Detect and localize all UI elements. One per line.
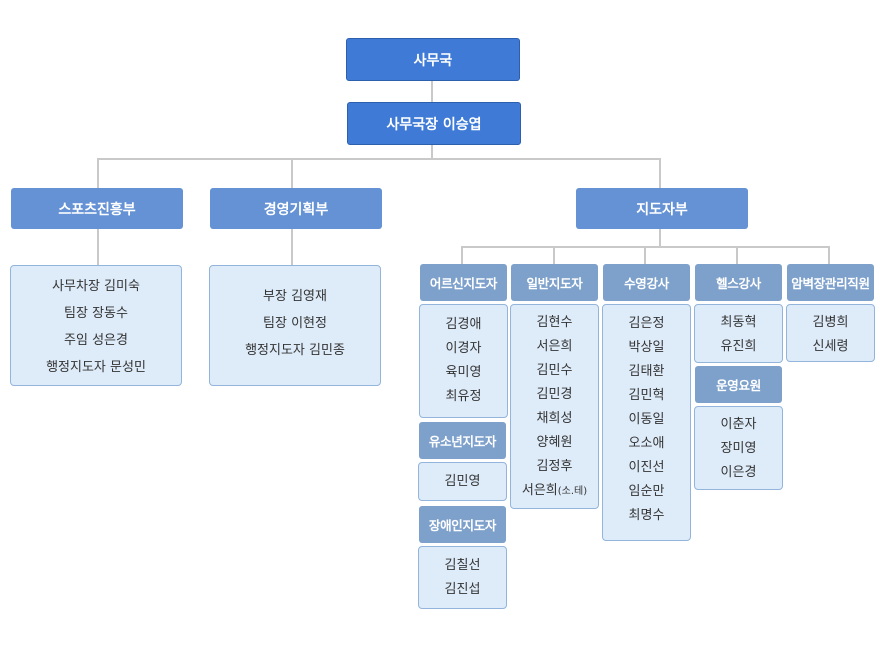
member-name: 이춘자 — [720, 417, 757, 432]
member-name: 양혜원 — [536, 435, 573, 450]
member-name: 오소애 — [628, 436, 665, 451]
connector-line — [736, 246, 738, 265]
dept-planning: 경영기획부 — [210, 188, 382, 229]
member-name: 팀장 이현정 — [263, 316, 327, 331]
member-name: 신세령 — [812, 339, 849, 354]
sports-members: 사무차장 김미숙 팀장 장동수 주임 성은경 행정지도자 문성민 — [10, 265, 182, 386]
connector-line — [431, 80, 433, 102]
planning-members: 부장 김영재 팀장 이현정 행정지도자 김민종 — [209, 265, 381, 386]
member-name: 이경자 — [445, 341, 482, 356]
member-name: 김칠선 — [444, 558, 481, 573]
member-name: 팀장 장동수 — [64, 306, 128, 321]
member-name: 이은경 — [720, 465, 757, 480]
member-name: 채희성 — [536, 411, 573, 426]
connector-line — [97, 158, 661, 160]
director-box: 사무국장 이승엽 — [347, 102, 521, 145]
member-name: 김민수 — [536, 363, 573, 378]
dept-instruction: 지도자부 — [576, 188, 748, 229]
connector-line — [553, 246, 555, 265]
member-name: 김태환 — [628, 364, 665, 379]
member-name: 이진선 — [628, 460, 665, 475]
member-name: 임순만 — [628, 484, 665, 499]
member-name: 김민경 — [536, 387, 573, 402]
member-name: 김진섭 — [444, 582, 481, 597]
member-name: 행정지도자 김민종 — [245, 343, 345, 358]
member-name: 김민혁 — [628, 388, 665, 403]
team-general: 일반지도자 — [511, 264, 598, 301]
member-name: 육미영 — [445, 365, 482, 380]
connector-line — [291, 229, 293, 266]
member-name: 이동일 — [628, 412, 665, 427]
team-youth: 유소년지도자 — [419, 422, 506, 459]
health-members: 최동혁 유진희 — [694, 304, 783, 363]
connector-line — [828, 246, 830, 265]
senior-members: 김경애 이경자 육미영 최유정 — [419, 304, 508, 418]
member-name: 김병희 — [812, 315, 849, 330]
member-name: 행정지도자 문성민 — [46, 360, 146, 375]
office-box: 사무국 — [346, 38, 520, 81]
team-disabled: 장애인지도자 — [419, 506, 506, 543]
connector-line — [659, 229, 661, 247]
member-name: 김민영 — [444, 473, 481, 489]
dept-sports: 스포츠진흥부 — [11, 188, 183, 229]
connector-line — [97, 158, 99, 188]
general-members: 김현수 서은희 김민수 김민경 채희성 양혜원 김정후 서은희(소.테) — [510, 304, 599, 509]
member-name: 김정후 — [536, 459, 573, 474]
member-name: 서은희 — [521, 483, 558, 498]
connector-line — [97, 229, 99, 266]
team-ops: 운영요원 — [695, 366, 782, 403]
team-health: 헬스강사 — [695, 264, 782, 301]
connector-line — [291, 158, 293, 188]
member-note: (소.테) — [557, 486, 588, 497]
member-name-with-note: 서은희(소.테) — [522, 479, 587, 503]
connector-line — [461, 246, 463, 265]
member-name: 최동혁 — [720, 315, 757, 330]
member-name: 사무차장 김미숙 — [52, 279, 140, 294]
member-name: 김현수 — [536, 315, 573, 330]
connector-line — [431, 145, 433, 159]
connector-line — [644, 246, 646, 265]
team-climbing: 암벽장관리직원 — [787, 264, 874, 301]
team-senior: 어르신지도자 — [420, 264, 507, 301]
member-name: 최명수 — [628, 508, 665, 523]
member-name: 주임 성은경 — [64, 333, 128, 348]
member-name: 서은희 — [536, 339, 573, 354]
member-name: 최유정 — [445, 389, 482, 404]
ops-members: 이춘자 장미영 이은경 — [694, 406, 783, 490]
youth-members: 김민영 — [418, 462, 507, 501]
team-swim: 수영강사 — [603, 264, 690, 301]
member-name: 박상일 — [628, 340, 665, 355]
member-name: 장미영 — [720, 441, 757, 456]
disabled-members: 김칠선 김진섭 — [418, 546, 507, 609]
member-name: 김경애 — [445, 317, 482, 332]
member-name: 유진희 — [720, 339, 757, 354]
climbing-members: 김병희 신세령 — [786, 304, 875, 362]
member-name: 김은정 — [628, 316, 665, 331]
connector-line — [659, 158, 661, 188]
member-name: 부장 김영재 — [263, 289, 327, 304]
swim-members: 김은정 박상일 김태환 김민혁 이동일 오소애 이진선 임순만 최명수 — [602, 304, 691, 541]
